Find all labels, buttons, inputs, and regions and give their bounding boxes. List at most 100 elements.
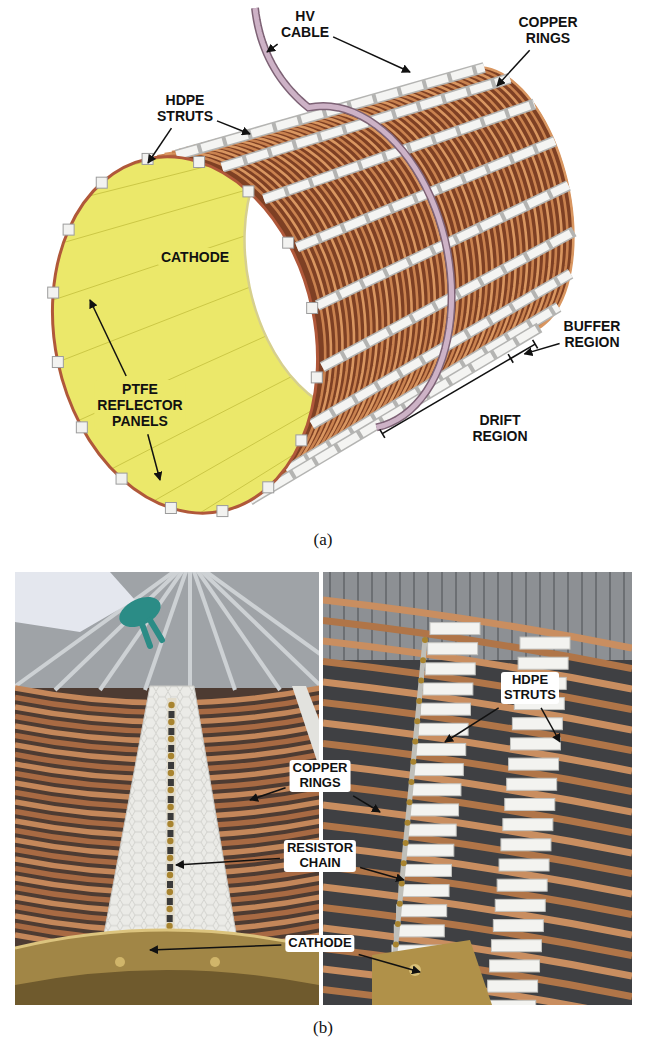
leader-line (353, 796, 380, 812)
hdpe-strut-block (428, 643, 478, 655)
rack-line (595, 572, 597, 660)
hdpe-strut-block (411, 784, 461, 796)
hdpe-strut-block (425, 663, 475, 675)
hdpe-strut-block (418, 723, 468, 735)
strut-end (307, 302, 318, 313)
chain-contact (167, 821, 173, 827)
chain-contact (167, 804, 173, 810)
hdpe-strut-block (497, 879, 547, 891)
resistor-symbol (167, 847, 173, 854)
resistor-symbol (167, 864, 173, 871)
strut-end (283, 237, 294, 248)
flange-spoke (190, 572, 319, 690)
cathode-bolt (115, 957, 125, 967)
strut-end (48, 287, 59, 298)
copper-ring (15, 897, 319, 912)
strut-end (52, 357, 63, 368)
panel-seam (126, 127, 296, 167)
panel-seam (58, 287, 250, 362)
leader-line (217, 121, 250, 134)
panel-caption: (b) (313, 1018, 333, 1038)
resistor-symbol (168, 813, 174, 820)
strut-end (63, 224, 74, 235)
leader-line (333, 37, 410, 72)
leader-line (359, 954, 420, 972)
strut-end (76, 422, 87, 433)
leader-line (445, 708, 499, 742)
chain-contact (408, 779, 414, 785)
hdpe-strut-block (394, 925, 444, 937)
leader-line (250, 788, 286, 800)
chain-contact (418, 678, 424, 684)
resistor-symbol (168, 728, 174, 735)
photo-right (323, 572, 632, 1005)
chain-contact (168, 753, 174, 759)
leader-line (176, 858, 280, 865)
hdpe-strut-block (404, 844, 454, 856)
chain-contact (168, 702, 174, 708)
photo-label: HDPE STRUTS (501, 672, 559, 704)
hdpe-strut-block (420, 703, 470, 715)
chain-contact (168, 770, 174, 776)
hdpe-strut (287, 307, 559, 471)
leader-line (90, 300, 126, 376)
chain-contact (166, 923, 172, 929)
chain-contact (399, 881, 405, 887)
resistor-symbol (167, 881, 173, 888)
part-label: HDPE STRUTS (157, 92, 213, 124)
strut-end (165, 503, 176, 514)
part-label: PTFE REFLECTOR PANELS (94, 380, 185, 430)
leader-line (497, 50, 530, 86)
hdpe-strut-block (493, 920, 543, 932)
resistor-symbol (167, 915, 173, 922)
chain-contact (410, 759, 416, 765)
region-label: BUFFER REGION (564, 318, 621, 350)
hdpe-strut-block (416, 743, 466, 755)
resistor-symbol (169, 711, 175, 718)
chain-contact (420, 657, 426, 663)
chain-contact (401, 860, 407, 866)
leader-line (148, 434, 160, 480)
hdpe-strut-block (488, 980, 538, 992)
hdpe-strut-block (413, 764, 463, 776)
cathode-shadow (15, 970, 319, 1005)
rack-line (483, 572, 485, 660)
chain-contact (397, 901, 403, 907)
hdpe-strut-block (503, 819, 553, 831)
chain-contact (403, 840, 409, 846)
leader-line (267, 44, 278, 52)
flange-spoke (188, 572, 192, 690)
strut-end (243, 186, 254, 197)
strut-end (116, 473, 127, 484)
hdpe-strut (102, 686, 238, 945)
field-cage-render (20, 8, 574, 538)
resistor-symbol (168, 796, 174, 803)
panel-seam (53, 236, 245, 300)
rack-line (581, 572, 583, 660)
chain-contact (168, 787, 174, 793)
panel-seam (64, 189, 252, 243)
photo-label: RESISTOR CHAIN (284, 840, 356, 872)
resistor-symbol (167, 898, 173, 905)
resistor-chain (392, 640, 425, 985)
chain-contact (393, 941, 399, 947)
rack-line (413, 572, 415, 660)
resistor-symbol (168, 779, 174, 786)
interior (53, 101, 467, 513)
chain-contact (416, 698, 422, 704)
strut-end (311, 372, 322, 383)
strut-end (217, 506, 228, 517)
chain-contact (414, 718, 420, 724)
hdpe-strut-block (430, 623, 480, 635)
rack-line (399, 572, 401, 660)
hdpe-strut-block (512, 718, 562, 730)
hdpe-strut-block (501, 839, 551, 851)
hdpe-strut-block (409, 804, 459, 816)
hdpe-strut-block (509, 758, 559, 770)
hdpe-strut (292, 686, 319, 770)
region-label: DRIFT REGION (472, 412, 527, 444)
leader-line (360, 867, 404, 880)
photo-label: COPPER RINGS (290, 760, 351, 792)
part-label: COPPER RINGS (518, 14, 577, 46)
